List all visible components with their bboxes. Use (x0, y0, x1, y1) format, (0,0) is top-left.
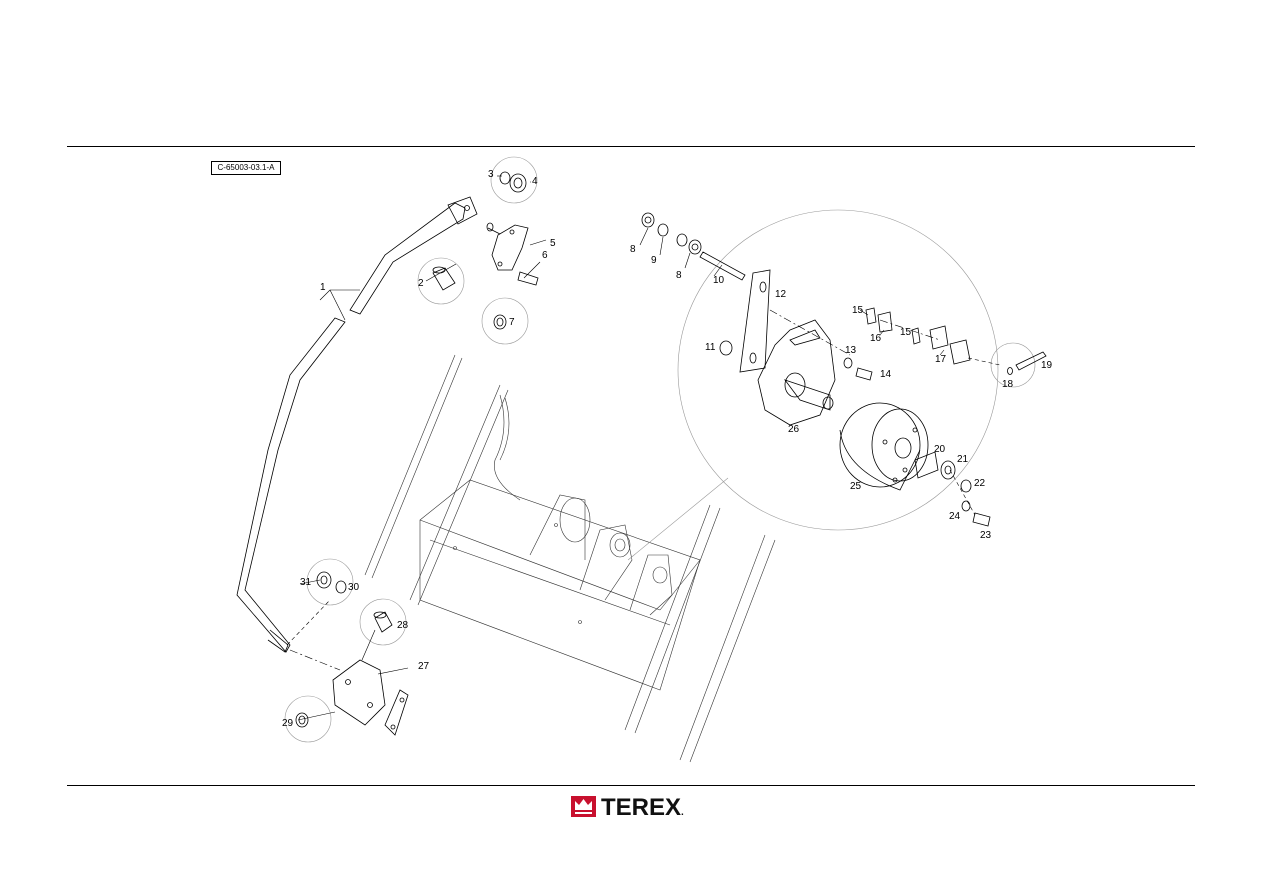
callout-10: 10 (713, 275, 725, 286)
drawing-reference: C-65003-03.1-A (211, 161, 281, 175)
bracket-part-27 (332, 659, 409, 736)
callout-12: 12 (775, 289, 787, 300)
callout-26: 26 (788, 424, 800, 435)
detail-circles-left (284, 156, 538, 743)
detail-circle-right (627, 209, 1036, 561)
callout-5: 5 (550, 238, 556, 249)
callout-4: 4 (532, 176, 538, 187)
callout-21: 21 (957, 454, 969, 465)
callout-23: 23 (980, 530, 992, 541)
callout-28: 28 (397, 620, 409, 631)
callout-15b: 15 (900, 327, 912, 338)
callout-24: 24 (949, 511, 961, 522)
callout-27: 27 (418, 661, 430, 672)
callout-14: 14 (880, 369, 892, 380)
callout-labels: 1 2 3 4 5 6 7 8 9 8 10 11 12 13 14 15 16… (282, 169, 1053, 729)
brand-logo-icon (571, 796, 596, 817)
frame-structure (364, 354, 776, 763)
bracket-part-5 (486, 222, 539, 286)
brand-name: TEREX. (601, 794, 684, 822)
callout-29: 29 (282, 718, 294, 729)
footer-rule (67, 785, 1195, 786)
callout-15a: 15 (852, 305, 864, 316)
callout-8b: 8 (676, 270, 682, 281)
header-rule (67, 146, 1195, 147)
callout-3: 3 (488, 169, 494, 180)
callout-17: 17 (935, 354, 947, 365)
callout-22: 22 (974, 478, 986, 489)
right-assembly (641, 212, 1047, 527)
callout-2: 2 (418, 278, 424, 289)
leader-lines (286, 175, 1001, 721)
small-parts-left (295, 171, 527, 728)
callout-8a: 8 (630, 244, 636, 255)
brand-name-text: TEREX (601, 794, 682, 821)
callout-25: 25 (850, 481, 862, 492)
rod-part-1 (236, 196, 478, 653)
callout-13: 13 (845, 345, 857, 356)
callout-31: 31 (300, 577, 312, 588)
callout-16: 16 (870, 333, 882, 344)
callout-1: 1 (320, 282, 326, 293)
callout-18: 18 (1002, 379, 1014, 390)
brand-suffix: . (681, 807, 684, 818)
callout-20: 20 (934, 444, 946, 455)
callout-6: 6 (542, 250, 548, 261)
callout-7: 7 (509, 317, 515, 328)
callout-9: 9 (651, 255, 657, 266)
callout-30: 30 (348, 582, 360, 593)
callout-11: 11 (705, 342, 716, 353)
callout-19: 19 (1041, 360, 1053, 371)
